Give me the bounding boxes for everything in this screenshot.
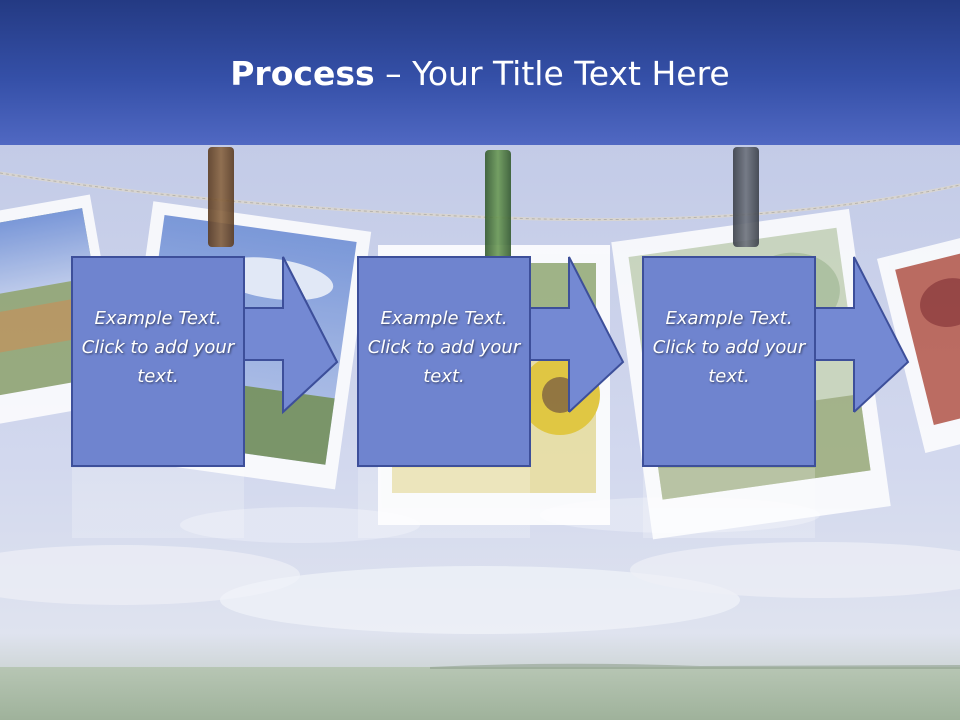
process-step-2-text[interactable]: Example Text. Click to add your text. bbox=[367, 308, 521, 387]
process-step-3[interactable]: Example Text. Click to add your text. bbox=[642, 256, 912, 468]
process-step-1-shape bbox=[71, 256, 339, 467]
title-bar: Process – Your Title Text Here bbox=[0, 0, 960, 145]
process-step-1-text[interactable]: Example Text. Click to add your text. bbox=[81, 308, 235, 387]
process-step-1[interactable]: Example Text. Click to add your text. bbox=[71, 256, 341, 468]
step-2-reflection bbox=[358, 468, 530, 538]
step-1-reflection bbox=[72, 468, 244, 538]
slide-title[interactable]: Process – Your Title Text Here bbox=[0, 52, 960, 96]
process-step-3-shape bbox=[642, 256, 910, 467]
process-step-3-text[interactable]: Example Text. Click to add your text. bbox=[652, 308, 806, 387]
step-3-reflection bbox=[643, 468, 815, 538]
process-step-2-shape bbox=[357, 256, 625, 467]
slide-title-bold: Process bbox=[230, 54, 375, 93]
process-step-2[interactable]: Example Text. Click to add your text. bbox=[357, 256, 627, 468]
slide-title-rest: – Your Title Text Here bbox=[374, 54, 730, 93]
